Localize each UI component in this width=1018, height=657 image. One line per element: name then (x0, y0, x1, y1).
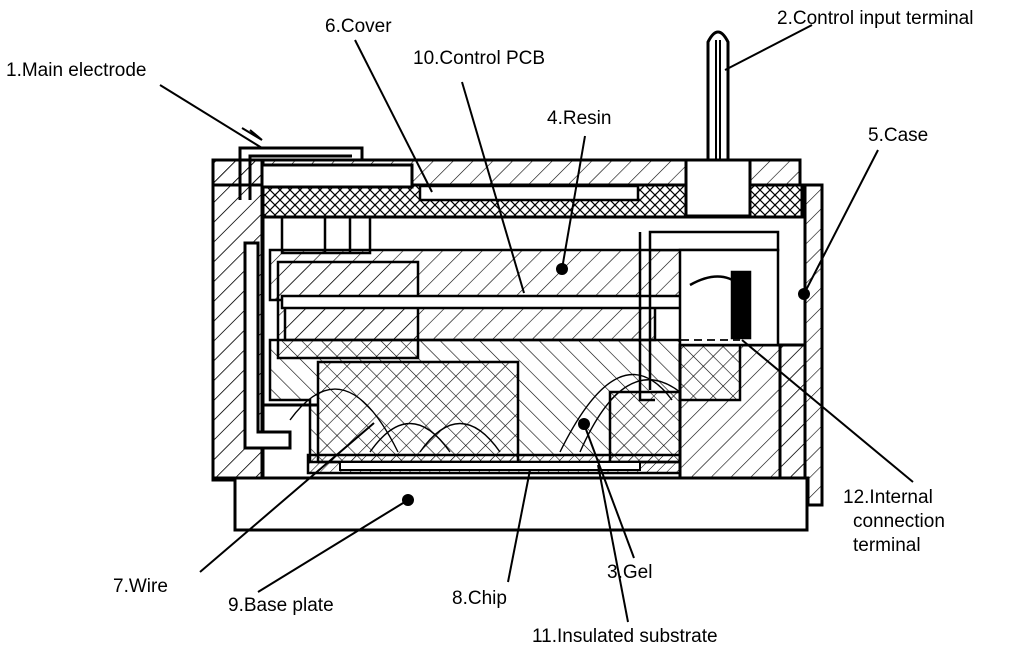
label-internal-connection-terminal: 12.Internal connection terminal (843, 486, 945, 558)
label-internal-connection-terminal-line2: connection (853, 511, 945, 532)
label-chip: 8.Chip (452, 588, 507, 609)
label-case: 5.Case (868, 125, 929, 146)
label-gel: 3.Gel (607, 562, 653, 583)
label-insulated-substrate: 11.Insulated substrate (532, 626, 718, 647)
label-base-plate: 9.Base plate (228, 595, 334, 616)
label-cover: 6.Cover (325, 16, 392, 37)
label-internal-connection-terminal-line1: 12.Internal (843, 487, 933, 508)
label-main-electrode: 1.Main electrode (6, 60, 147, 81)
label-wire: 7.Wire (113, 576, 168, 597)
label-control-input-terminal: 2.Control input terminal (777, 8, 974, 29)
base-plate-shape (233, 476, 809, 532)
insulated-substrate-shape (306, 453, 682, 475)
label-internal-connection-terminal-line3: terminal (853, 535, 921, 556)
dashed-boundaries (278, 249, 760, 341)
main-electrode-shape (238, 146, 364, 450)
label-resin: 4.Resin (547, 108, 612, 129)
label-control-pcb: 10.Control PCB (413, 48, 546, 69)
control-input-terminal-shape (684, 30, 752, 218)
inner-frame-shape (280, 215, 372, 255)
leader-lines (159, 24, 914, 623)
resin-shape (268, 248, 742, 360)
internal-connection-terminal-shape (638, 230, 780, 402)
bond-wires (289, 373, 681, 453)
